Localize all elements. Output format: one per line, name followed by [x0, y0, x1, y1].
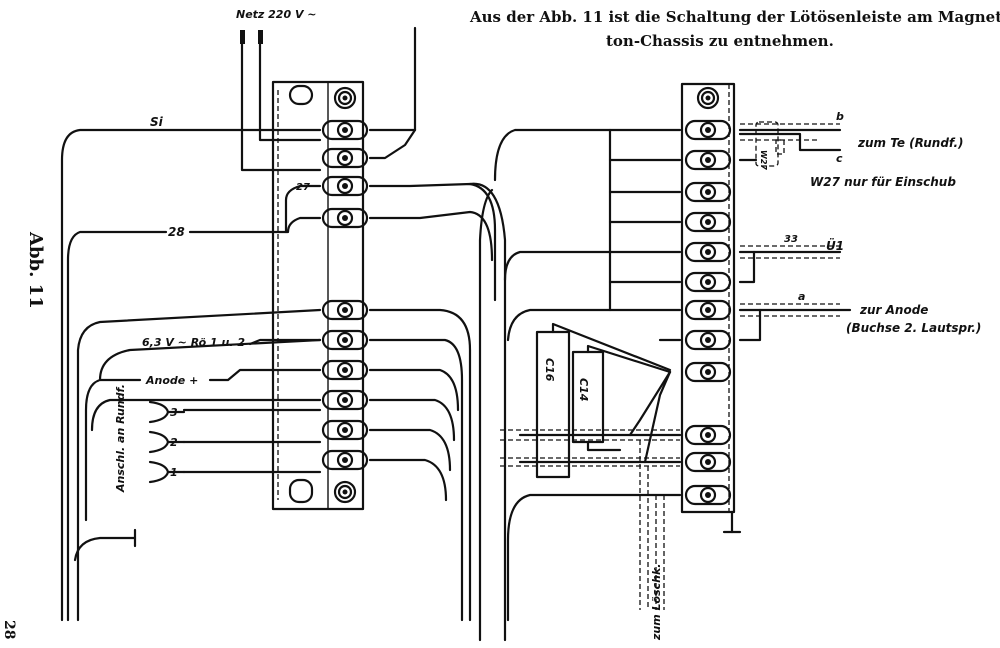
w27-note-label: W27 nur für Einschub: [810, 175, 956, 189]
right-top-rivet: [696, 86, 720, 110]
right-lug-12: [684, 484, 732, 506]
wire-b-label: b: [836, 110, 844, 123]
caption-line-1: Aus der Abb. 11 ist die Schaltung der Lö…: [469, 8, 1000, 26]
right-strip-left-wires: [493, 128, 682, 622]
wire-27-label: 27: [296, 182, 310, 193]
heater-label: 6,3 V ~ Rö 1 u. 2: [142, 336, 245, 349]
wire-33-label: 33: [784, 234, 798, 245]
capacitor-c16: [535, 322, 672, 479]
si-label: Si: [150, 115, 164, 129]
left-lug-10: [321, 449, 369, 471]
right-lug-6: [684, 271, 732, 293]
left-lugs-group: [321, 86, 369, 504]
left-lug-5: [321, 299, 369, 321]
anode-label: Anode +: [145, 374, 198, 387]
left-lug-2: [321, 147, 369, 169]
left-lug-9: [321, 419, 369, 441]
wire-c-label: c: [836, 152, 843, 165]
left-top-rivet: [333, 86, 357, 110]
left-strip-bottom-slot: [288, 478, 314, 504]
jack-1-label: 1: [170, 466, 178, 479]
left-lug-1: [321, 119, 369, 141]
wire-28-label: 28: [168, 225, 185, 239]
left-lug-4: [321, 207, 369, 229]
jack-2-label: 2: [170, 436, 178, 449]
antenna-jacks: [148, 400, 186, 484]
jack-3-label: 3: [170, 406, 178, 419]
left-lug-7: [321, 359, 369, 381]
left-strip-board: [271, 80, 365, 511]
left-lug-8: [321, 389, 369, 411]
wire-a-label: a: [798, 290, 805, 303]
right-strip-board: [680, 82, 736, 514]
right-lug-2: [684, 149, 732, 171]
w27-box: [755, 121, 779, 167]
left-strip-right-wires: [368, 26, 507, 642]
zum-te-label: zum Te (Rundf.): [857, 136, 964, 150]
c16-label: C16: [543, 358, 556, 382]
right-lug-5: [684, 241, 732, 263]
right-lug-10: [684, 424, 732, 446]
zur-anode-label: zur Anode: [859, 303, 928, 317]
right-lug-9: [684, 361, 732, 383]
right-lug-4: [684, 211, 732, 233]
u1-label: Ü1: [826, 238, 844, 253]
capacitor-c14: [571, 344, 672, 452]
right-lug-8: [684, 329, 732, 351]
buchse-label: (Buchse 2. Lautspr.): [846, 321, 981, 335]
left-bottom-rivet: [333, 480, 357, 504]
c16-body: [535, 330, 571, 479]
left-lug-3: [321, 175, 369, 197]
right-lug-3: [684, 181, 732, 203]
right-lug-1: [684, 119, 732, 141]
left-terminal-strip: [271, 80, 365, 511]
caption-line-2: ton-Chassis zu entnehmen.: [606, 32, 834, 50]
jack-1-icon: [148, 460, 170, 484]
right-lug-11: [684, 451, 732, 473]
right-strip-right-wires: [738, 121, 852, 342]
zum-loeschk-label: zum Löschk.: [650, 564, 663, 641]
c14-label: C14: [577, 378, 590, 401]
left-strip-left-wires: [60, 128, 322, 622]
jack-3-icon: [148, 400, 170, 424]
mains-label: Netz 220 V ~: [236, 8, 317, 21]
left-lug-6: [321, 329, 369, 351]
jack-2-icon: [148, 430, 170, 454]
anschl-label: Anschl. an Rundf.: [114, 384, 127, 493]
mains-wires: [240, 30, 322, 172]
figure-label: Abb. 11: [25, 231, 46, 309]
page-number: 28: [1, 620, 17, 639]
right-lugs-group: [684, 86, 732, 506]
right-lug-7: [684, 299, 732, 321]
left-strip-top-slot: [288, 84, 314, 106]
w27-label: W27: [759, 150, 768, 170]
